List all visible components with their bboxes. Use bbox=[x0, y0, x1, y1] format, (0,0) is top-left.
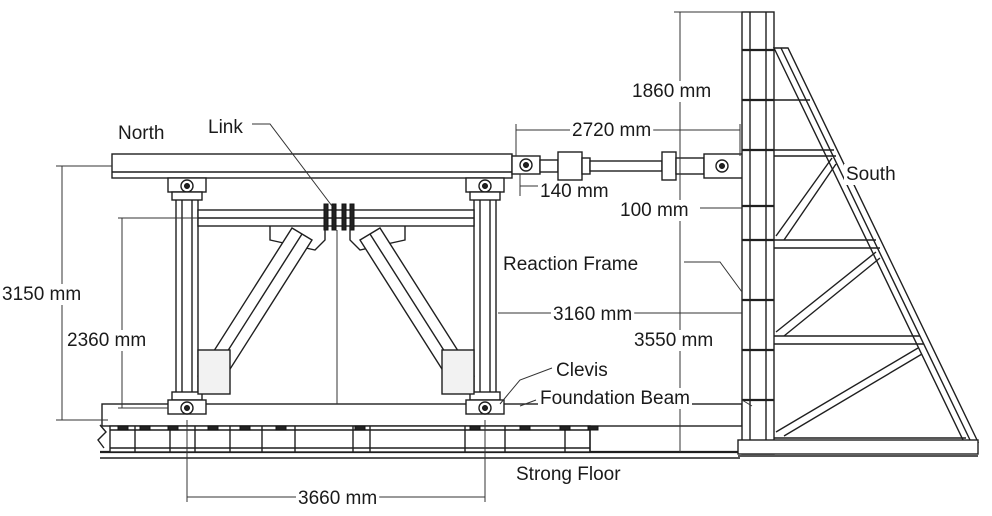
label-background bbox=[554, 360, 610, 381]
label-clevis: Clevis bbox=[556, 360, 608, 381]
label-background bbox=[538, 181, 611, 202]
label-link: Link bbox=[208, 117, 243, 138]
dim-100: 100 mm bbox=[620, 200, 689, 221]
label-background bbox=[0, 284, 84, 305]
dim-140: 140 mm bbox=[540, 181, 609, 202]
dim-2720: 2720 mm bbox=[572, 120, 651, 141]
right-brace bbox=[359, 227, 475, 395]
top-loading-beam bbox=[111, 153, 513, 179]
actuator bbox=[511, 151, 745, 181]
label-background bbox=[206, 117, 246, 138]
label-background bbox=[501, 254, 641, 275]
label-background bbox=[618, 200, 691, 221]
label-north: North bbox=[118, 123, 164, 144]
reaction-frame bbox=[737, 11, 980, 457]
dim-3550: 3550 mm bbox=[634, 330, 713, 351]
label-south: South bbox=[846, 164, 896, 185]
label-background bbox=[570, 120, 654, 141]
dim-3160: 3160 mm bbox=[553, 304, 632, 325]
label-background bbox=[632, 330, 716, 351]
label-foundation-beam: Foundation Beam bbox=[540, 388, 690, 409]
left-column bbox=[167, 177, 207, 415]
label-background bbox=[538, 388, 692, 409]
label-background bbox=[844, 164, 898, 185]
label-background bbox=[116, 123, 167, 144]
text-labels: North Link South Reaction Frame Clevis F… bbox=[0, 81, 898, 509]
frame-beam bbox=[197, 203, 475, 404]
label-strong-floor: Strong Floor bbox=[516, 464, 621, 485]
label-background bbox=[630, 81, 714, 102]
right-column bbox=[465, 177, 505, 415]
label-background bbox=[65, 330, 149, 351]
label-reaction-frame: Reaction Frame bbox=[503, 254, 638, 275]
dim-3150: 3150 mm bbox=[2, 284, 81, 305]
dim-3660: 3660 mm bbox=[298, 488, 377, 509]
dim-2360: 2360 mm bbox=[67, 330, 146, 351]
label-background bbox=[296, 488, 380, 509]
dim-1860: 1860 mm bbox=[632, 81, 711, 102]
label-background bbox=[514, 464, 624, 485]
label-background bbox=[551, 304, 635, 325]
left-brace bbox=[197, 227, 313, 395]
